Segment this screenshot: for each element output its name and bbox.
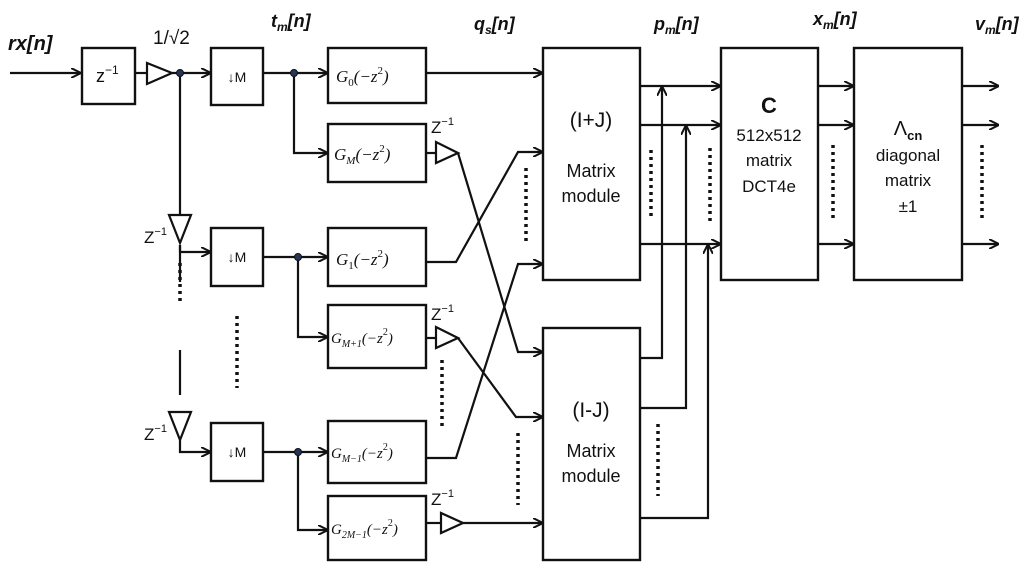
- junction-3: [294, 253, 302, 261]
- delay-triangle-gm: [434, 140, 461, 165]
- label-tm: tm[n]: [271, 11, 312, 34]
- wire-g1-plus: [426, 152, 542, 264]
- filter-block-g0: [326, 46, 428, 105]
- matrix-plus-line2: Matrix: [567, 161, 616, 181]
- labels: rx[n] 1/√2 tm[n] qs[n] pm[n] xm[n] vm[n]…: [8, 9, 1020, 541]
- filter-label-g2m: G2M−1(−z2): [331, 518, 398, 541]
- wire-to-down-3: [178, 440, 210, 452]
- label-qs: qs[n]: [474, 14, 516, 37]
- matrix-minus-block: [541, 326, 642, 562]
- filter-label-g0: G0(−z2): [336, 65, 389, 89]
- wire-down2-gm1: [296, 257, 327, 337]
- delay-label-g2m: Z−1: [431, 488, 454, 509]
- matrix-plus-line3: module: [561, 186, 620, 206]
- wire-minus-dct-2: [640, 126, 686, 410]
- filter-label-gmm1: GM−1(−z2): [331, 442, 393, 465]
- filter-block-g1: [326, 226, 428, 288]
- wire-minus-dct-1: [640, 87, 662, 360]
- junction-1: [176, 69, 184, 77]
- matrix-minus-line3: module: [561, 466, 620, 486]
- filter-block-gmm1: [326, 419, 428, 485]
- label-pm: pm[n]: [653, 14, 700, 37]
- delay-block-label: z−1: [96, 63, 119, 86]
- delay-label-gm: Z−1: [431, 116, 454, 137]
- downsample-block-1: [209, 46, 265, 107]
- diag-title: Λcn: [894, 118, 923, 143]
- junction-4: [294, 448, 302, 456]
- wire-down1-gm: [292, 73, 327, 153]
- junction-2: [290, 69, 298, 77]
- wire-minus-dct-3: [640, 245, 708, 520]
- filter-label-gm1: GM+1(−z2): [331, 327, 393, 350]
- ellipses: [178, 145, 984, 505]
- label-rx: rx[n]: [8, 33, 54, 55]
- delay-label-gm1: Z−1: [431, 303, 454, 324]
- junctions: [176, 69, 302, 456]
- downsample-label-1: ↓M: [228, 69, 247, 85]
- downsample-block-3: [209, 421, 265, 483]
- downsample-label-3: ↓M: [228, 444, 247, 460]
- delay-triangle-2: [167, 410, 193, 444]
- triangles: [145, 61, 466, 535]
- wire-gmm1-plus: [426, 264, 542, 460]
- wire-gm-minus: [456, 152, 542, 352]
- delay-block: [80, 46, 137, 106]
- dct-line3: matrix: [746, 151, 793, 170]
- matrix-minus-title: (I-J): [572, 399, 609, 422]
- dct-title: C: [761, 93, 777, 118]
- wire-down3-g2m: [296, 452, 327, 530]
- filter-block-gm: [326, 122, 428, 184]
- dct-line4: DCT4e: [742, 177, 796, 196]
- delay-triangle-gm1: [434, 325, 461, 350]
- filter-block-gm1: [326, 303, 428, 370]
- delay-label-2: Z−1: [144, 423, 167, 444]
- label-vm: vm[n]: [975, 14, 1020, 37]
- blocks: [80, 46, 964, 562]
- downsample-label-2: ↓M: [228, 249, 247, 265]
- scale-triangle: [145, 61, 175, 86]
- filter-label-gm: GM(−z2): [334, 143, 391, 167]
- delay-triangle-g2m: [439, 511, 466, 535]
- wire-gm1-minus: [457, 337, 542, 417]
- dct-line2: 512x512: [736, 126, 801, 145]
- label-scale: 1/√2: [153, 28, 190, 49]
- delay-label-1: Z−1: [144, 226, 167, 247]
- matrix-minus-line2: Matrix: [567, 441, 616, 461]
- diag-line4: ±1: [899, 197, 918, 216]
- diag-line3: matrix: [885, 171, 932, 190]
- wires: [10, 73, 998, 530]
- filter-label-g1: G1(−z2): [336, 248, 389, 272]
- dct-block: [719, 46, 820, 282]
- filter-block-g2m: [326, 494, 428, 562]
- matrix-plus-block: [541, 46, 642, 282]
- matrix-plus-title: (I+J): [570, 109, 613, 132]
- downsample-block-2: [209, 226, 265, 288]
- diag-block: [852, 46, 964, 282]
- delay-triangle-1: [167, 213, 193, 247]
- label-xm: xm[n]: [812, 9, 858, 32]
- diag-line2: diagonal: [876, 146, 940, 165]
